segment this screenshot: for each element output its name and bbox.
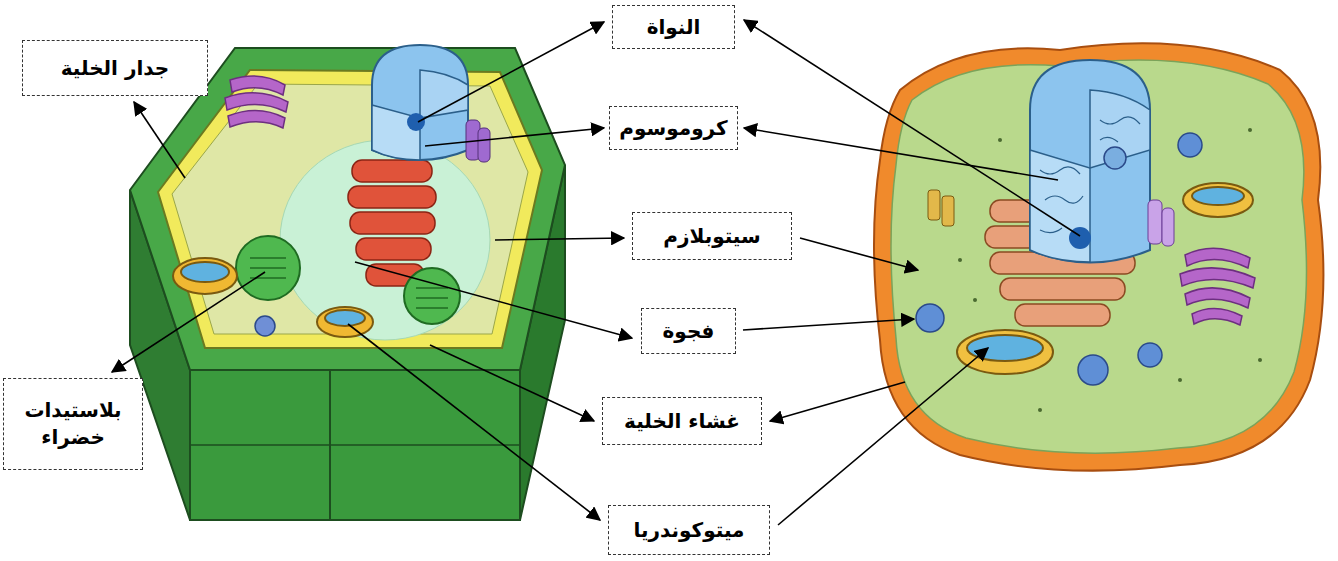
- part-label: بلاستيدات خضراء: [12, 397, 134, 451]
- label-box: ميتوكوندريا: [608, 505, 770, 555]
- part-label: ميتوكوندريا: [633, 517, 744, 544]
- label-box: سيتوبلازم: [632, 212, 792, 260]
- label-box: فجوة: [641, 308, 736, 354]
- label-box: جدار الخلية: [22, 40, 208, 96]
- part-label: النواة: [647, 14, 701, 41]
- part-label: فجوة: [663, 318, 715, 345]
- part-label: جدار الخلية: [61, 55, 170, 82]
- part-label: غشاء الخلية: [624, 408, 740, 435]
- leader-lines: [112, 20, 1080, 525]
- label-box: النواة: [612, 5, 735, 49]
- plant-cell: [130, 45, 565, 520]
- label-box: بلاستيدات خضراء: [3, 378, 143, 470]
- part-label: سيتوبلازم: [663, 223, 760, 250]
- part-label: كروموسوم: [619, 115, 727, 142]
- label-box: كروموسوم: [609, 106, 738, 150]
- label-box: غشاء الخلية: [602, 397, 762, 445]
- animal-cell: [874, 43, 1323, 470]
